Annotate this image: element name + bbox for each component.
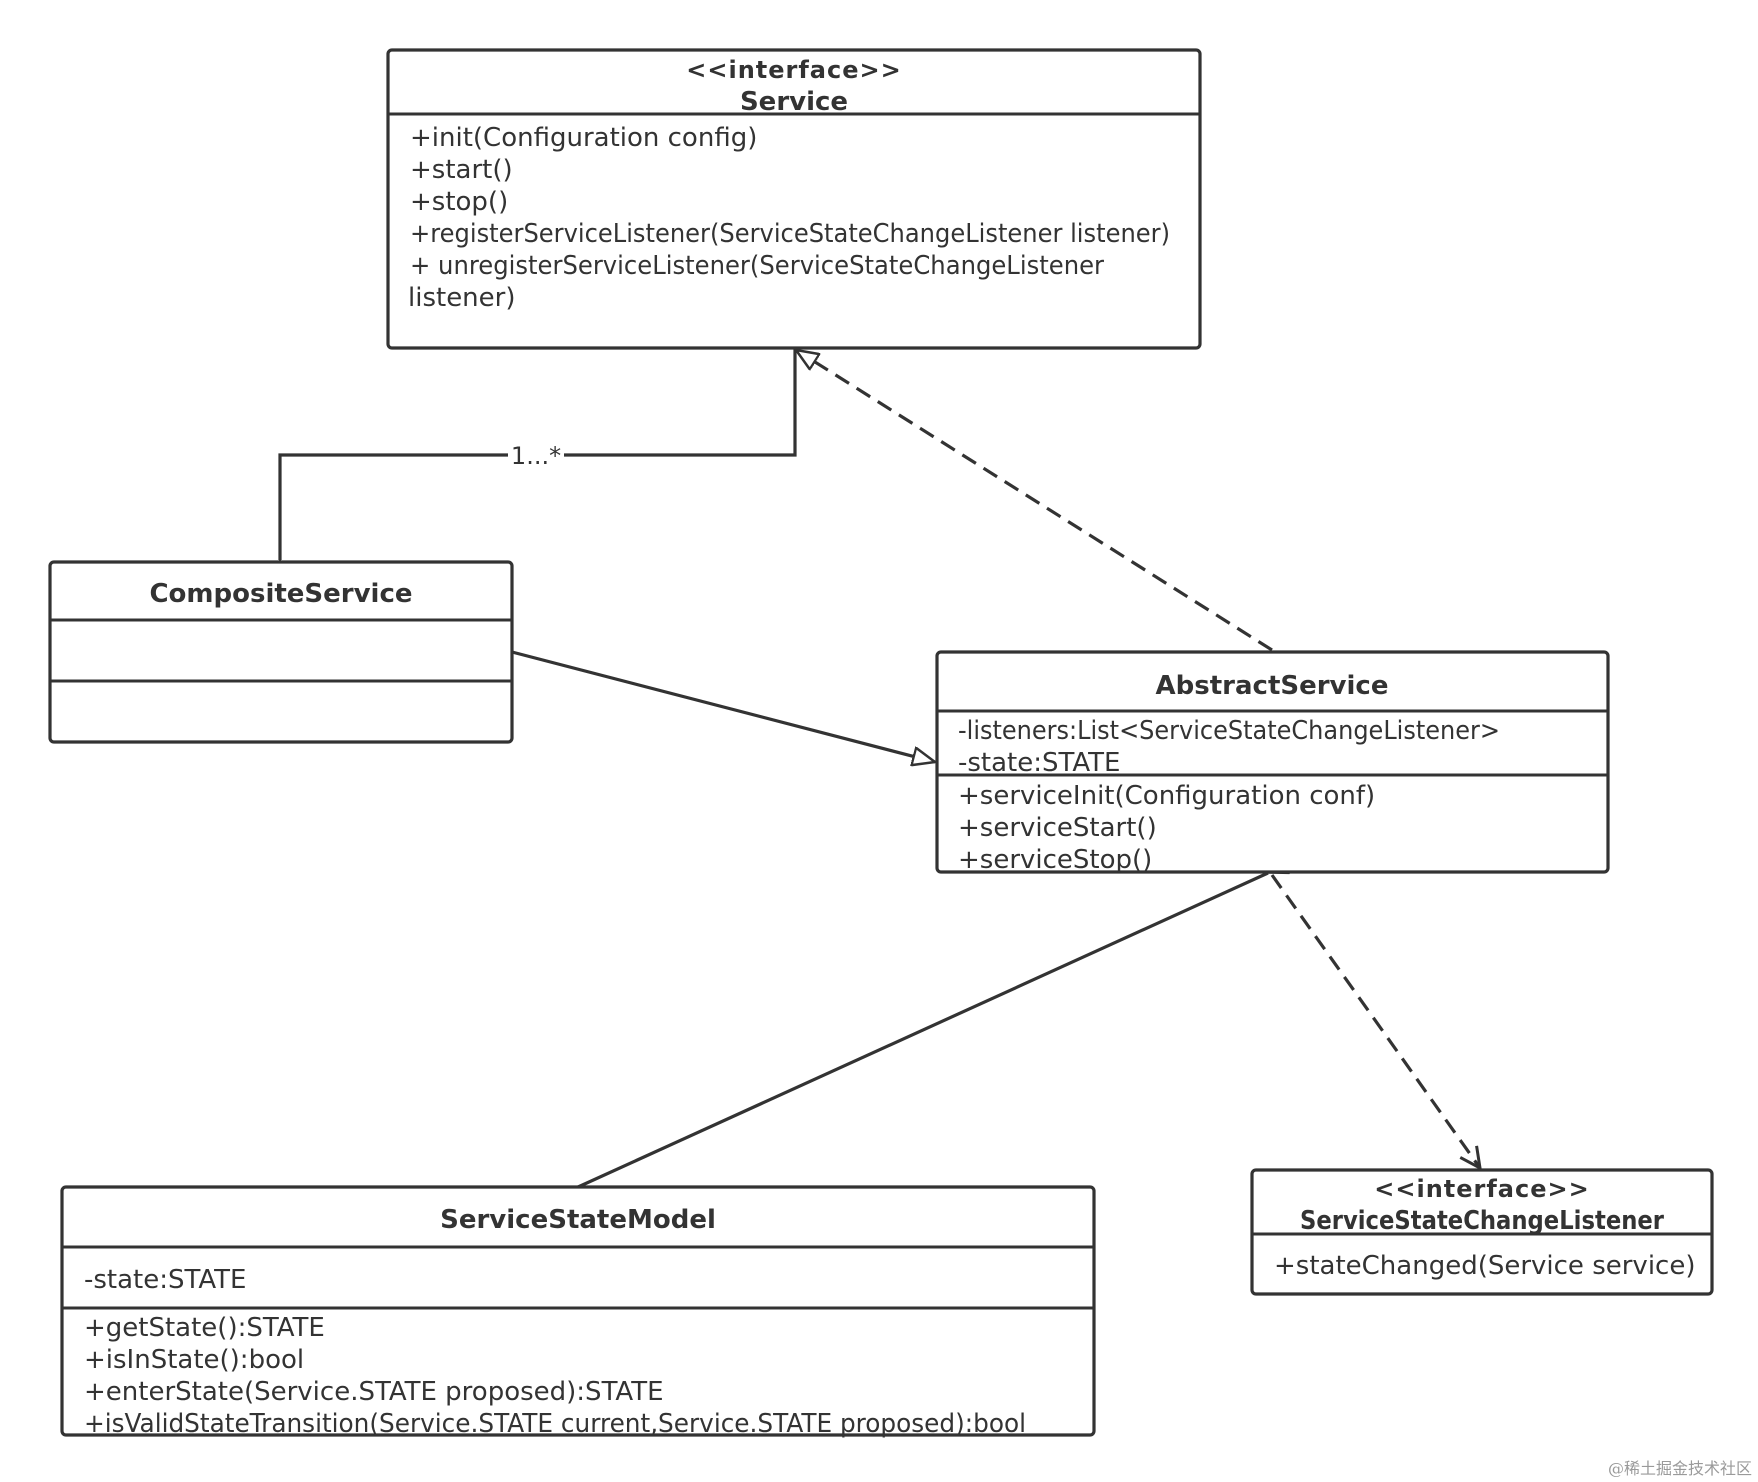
service-state-model-method: +enterState(Service.STATE proposed):STAT…	[84, 1377, 664, 1407]
service-state-model-method: +isValidStateTransition(Service.STATE cu…	[84, 1409, 1026, 1439]
abstract-service-method: +serviceStart()	[958, 813, 1157, 843]
composite-service-box: CompositeService	[48, 560, 514, 744]
watermark: @稀土掘金技术社区	[1608, 1459, 1752, 1478]
realization-edge	[796, 350, 1273, 652]
abstract-service-name: AbstractService	[1156, 671, 1389, 701]
listener-method: +stateChanged(Service service)	[1274, 1251, 1695, 1281]
inheritance-edge	[511, 650, 935, 762]
service-state-model-attribute: -state:STATE	[84, 1265, 246, 1295]
service-state-model-box: ServiceStateModel -state:STATE +getState…	[60, 1185, 1096, 1439]
service-method: +registerServiceListener(ServiceStateCha…	[410, 219, 1170, 249]
abstract-service-attribute: -listeners:List<ServiceStateChangeListen…	[958, 716, 1500, 746]
listener-stereotype: <<interface>>	[1374, 1175, 1589, 1203]
listener-interface-box: <<interface>> ServiceStateChangeListener…	[1250, 1168, 1714, 1296]
service-method: +start()	[410, 155, 513, 185]
listener-name: ServiceStateChangeListener	[1300, 1206, 1664, 1236]
multiplicity-label: 1...*	[511, 442, 561, 470]
dependency-edge	[1270, 874, 1480, 1168]
service-method: + unregisterServiceListener(ServiceState…	[410, 251, 1104, 281]
relationships: 1...*	[280, 346, 1480, 1189]
service-method: +stop()	[410, 187, 508, 217]
service-state-model-method: +getState():STATE	[84, 1313, 325, 1343]
service-stereotype: <<interface>>	[686, 56, 901, 84]
abstract-service-method: +serviceStop()	[958, 845, 1152, 875]
state-model-composition-edge	[577, 873, 1268, 1189]
composite-service-name: CompositeService	[149, 579, 412, 609]
abstract-service-box: AbstractService -listeners:List<ServiceS…	[935, 650, 1610, 875]
service-name: Service	[740, 87, 848, 117]
service-method: +init(Configuration config)	[410, 123, 757, 153]
service-state-model-name: ServiceStateModel	[440, 1205, 716, 1235]
service-interface-box: <<interface>> Service +init(Configuratio…	[386, 48, 1202, 350]
abstract-service-attribute: -state:STATE	[958, 748, 1120, 778]
service-state-model-method: +isInState():bool	[84, 1345, 304, 1375]
abstract-service-method: +serviceInit(Configuration conf)	[958, 781, 1375, 811]
service-method: listener)	[408, 283, 516, 313]
multiplicity-bg	[508, 441, 564, 469]
